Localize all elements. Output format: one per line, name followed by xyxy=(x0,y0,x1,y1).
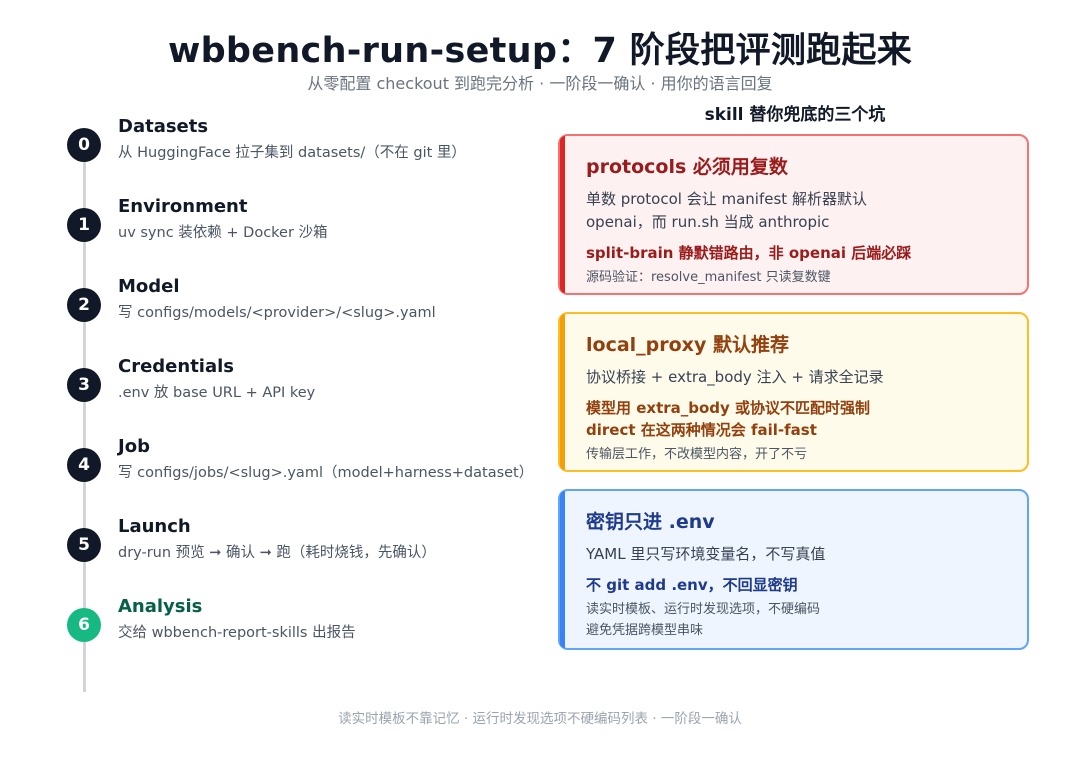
step-title: Job xyxy=(118,436,150,457)
card-note: 读实时模板、运行时发现选项，不硬编码 避免凭据跨模型串味 xyxy=(586,599,1011,641)
card-body: YAML 里只写环境变量名，不写真值 xyxy=(586,543,1011,566)
step-number: 1 xyxy=(67,208,101,242)
pitfalls-heading: skill 替你兜底的三个坑 xyxy=(704,105,886,125)
card-warning-line: 模型用 extra_body 或协议不匹配时强制 xyxy=(586,399,871,417)
step-description: 交给 wbbench-report-skills 出报告 xyxy=(118,625,356,641)
card-title: protocols 必须用复数 xyxy=(586,156,788,178)
card-warning: 不 git add .env，不回显密钥 xyxy=(586,574,1011,596)
card-body: 协议桥接 + extra_body 注入 + 请求全记录 xyxy=(586,366,1011,389)
card-title: local_proxy 默认推荐 xyxy=(586,334,789,356)
page-title: wbbench-run-setup：7 阶段把评测跑起来 xyxy=(167,31,913,71)
footer-note: 读实时模板不靠记忆 · 运行时发现选项不硬编码列表 · 一阶段一确认 xyxy=(338,711,742,727)
card-body: 单数 protocol 会让 manifest 解析器默认 openai，而 r… xyxy=(586,188,1011,234)
step-description: dry-run 预览 ➞ 确认 ➞ 跑（耗时烧钱，先确认） xyxy=(118,545,436,561)
card-warning-line: 不 git add .env，不回显密钥 xyxy=(586,576,798,594)
card-note-line: 读实时模板、运行时发现选项，不硬编码 xyxy=(586,602,821,617)
card-body-line: 单数 protocol 会让 manifest 解析器默认 xyxy=(586,190,867,208)
step-number: 4 xyxy=(67,448,101,482)
step-1: 1 Environment uv sync 装依赖 + Docker 沙箱 xyxy=(67,196,547,264)
step-title: Launch xyxy=(118,516,191,537)
pitfall-card-local-proxy: local_proxy 默认推荐 协议桥接 + extra_body 注入 + … xyxy=(558,312,1029,472)
step-description: uv sync 装依赖 + Docker 沙箱 xyxy=(118,225,328,241)
step-description: 写 configs/jobs/<slug>.yaml（model+harness… xyxy=(118,465,534,481)
step-title: Environment xyxy=(118,196,248,217)
step-description: .env 放 base URL + API key xyxy=(118,385,316,401)
card-note-line: 源码验证：resolve_manifest 只读复数键 xyxy=(586,270,831,285)
step-3: 3 Credentials .env 放 base URL + API key xyxy=(67,356,547,424)
step-number: 5 xyxy=(67,528,101,562)
card-note-line: 传输层工作，不改模型内容，开了不亏 xyxy=(586,447,808,462)
step-description: 从 HuggingFace 拉子集到 datasets/（不在 git 里） xyxy=(118,145,466,161)
card-note-line: 避免凭据跨模型串味 xyxy=(586,623,704,638)
card-note: 传输层工作，不改模型内容，开了不亏 xyxy=(586,444,1011,465)
card-body-line: openai，而 run.sh 当成 anthropic xyxy=(586,213,830,231)
step-title: Analysis xyxy=(118,596,203,617)
step-title: Credentials xyxy=(118,356,235,377)
card-title: 密钥只进 .env xyxy=(586,511,715,533)
step-title: Model xyxy=(118,276,180,297)
step-number: 3 xyxy=(67,368,101,402)
card-warning: 模型用 extra_body 或协议不匹配时强制 direct 在这两种情况会 … xyxy=(586,397,1011,441)
card-warning: split-brain 静默错路由，非 openai 后端必踩 xyxy=(586,242,1011,264)
step-number: 2 xyxy=(67,288,101,322)
page-subtitle: 从零配置 checkout 到跑完分析 · 一阶段一确认 · 用你的语言回复 xyxy=(307,74,773,93)
card-accent-bar xyxy=(560,314,565,470)
step-number: 6 xyxy=(67,608,101,642)
step-0: 0 Datasets 从 HuggingFace 拉子集到 datasets/（… xyxy=(67,116,547,184)
card-warning-line: direct 在这两种情况会 fail-fast xyxy=(586,421,817,439)
step-5: 5 Launch dry-run 预览 ➞ 确认 ➞ 跑（耗时烧钱，先确认） xyxy=(67,516,547,584)
step-description: 写 configs/models/<provider>/<slug>.yaml xyxy=(118,305,436,321)
step-title: Datasets xyxy=(118,116,209,137)
step-number: 0 xyxy=(67,128,101,162)
step-2: 2 Model 写 configs/models/<provider>/<slu… xyxy=(67,276,547,344)
card-warning-line: split-brain 静默错路由，非 openai 后端必踩 xyxy=(586,244,912,262)
step-6: 6 Analysis 交给 wbbench-report-skills 出报告 xyxy=(67,596,547,664)
pitfall-card-protocols: protocols 必须用复数 单数 protocol 会让 manifest … xyxy=(558,134,1029,295)
step-4: 4 Job 写 configs/jobs/<slug>.yaml（model+h… xyxy=(67,436,547,504)
card-accent-bar xyxy=(560,491,565,648)
timeline-line xyxy=(83,140,86,692)
card-body-line: 协议桥接 + extra_body 注入 + 请求全记录 xyxy=(586,368,884,386)
card-body-line: YAML 里只写环境变量名，不写真值 xyxy=(586,545,826,563)
pitfall-card-secrets: 密钥只进 .env YAML 里只写环境变量名，不写真值 不 git add .… xyxy=(558,489,1029,650)
card-accent-bar xyxy=(560,136,565,293)
card-note: 源码验证：resolve_manifest 只读复数键 xyxy=(586,267,1011,288)
